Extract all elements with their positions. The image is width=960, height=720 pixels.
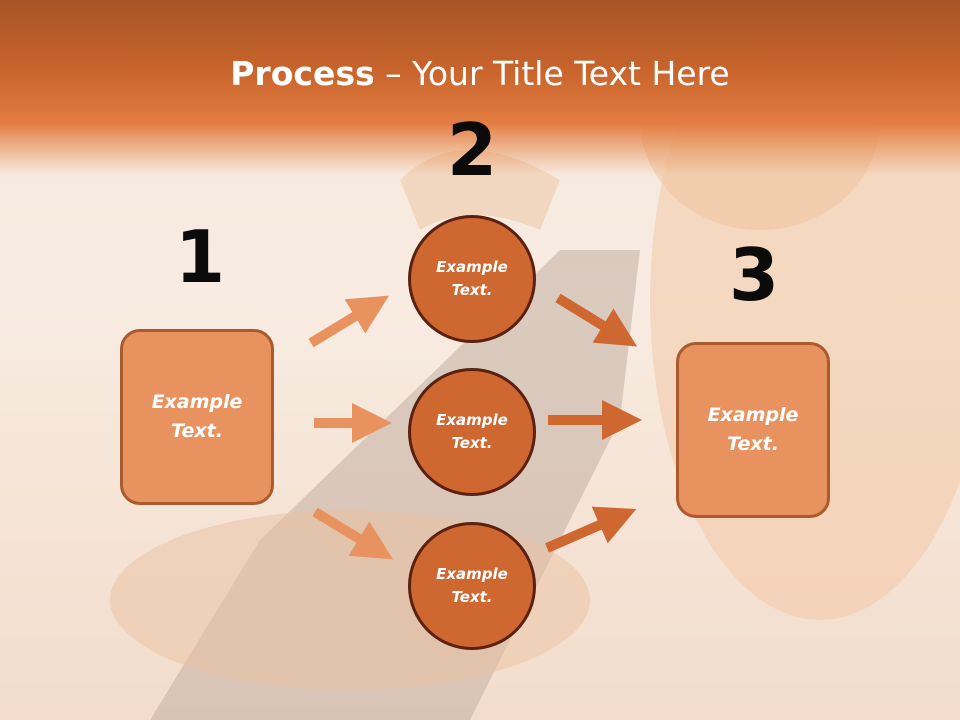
arrow-to-circle-bottom (312, 507, 394, 560)
step-number-2: 2 (446, 108, 498, 192)
arrow-from-circle-top (555, 293, 638, 347)
circle-top: Example Text. (408, 215, 536, 343)
input-box: Example Text. (120, 329, 274, 505)
title-bold: Process (230, 54, 375, 93)
circle-middle-label: Example Text. (436, 411, 508, 452)
step-number-1: 1 (174, 215, 226, 299)
circle-bottom: Example Text. (408, 522, 536, 650)
circle-top-label: Example Text. (436, 258, 508, 299)
circle-bottom-label: Example Text. (436, 565, 508, 606)
title-rest: – Your Title Text Here (374, 54, 730, 93)
title-band (0, 0, 960, 175)
arrow-from-circle-bottom (544, 506, 637, 553)
slide-title: Process – Your Title Text Here (0, 52, 960, 96)
output-box-label: Example Text. (707, 404, 799, 455)
output-box: Example Text. (676, 342, 830, 518)
circle-middle: Example Text. (408, 368, 536, 496)
step-number-3: 3 (728, 233, 780, 317)
input-box-label: Example Text. (151, 391, 243, 442)
arrow-to-circle-top (308, 295, 390, 348)
